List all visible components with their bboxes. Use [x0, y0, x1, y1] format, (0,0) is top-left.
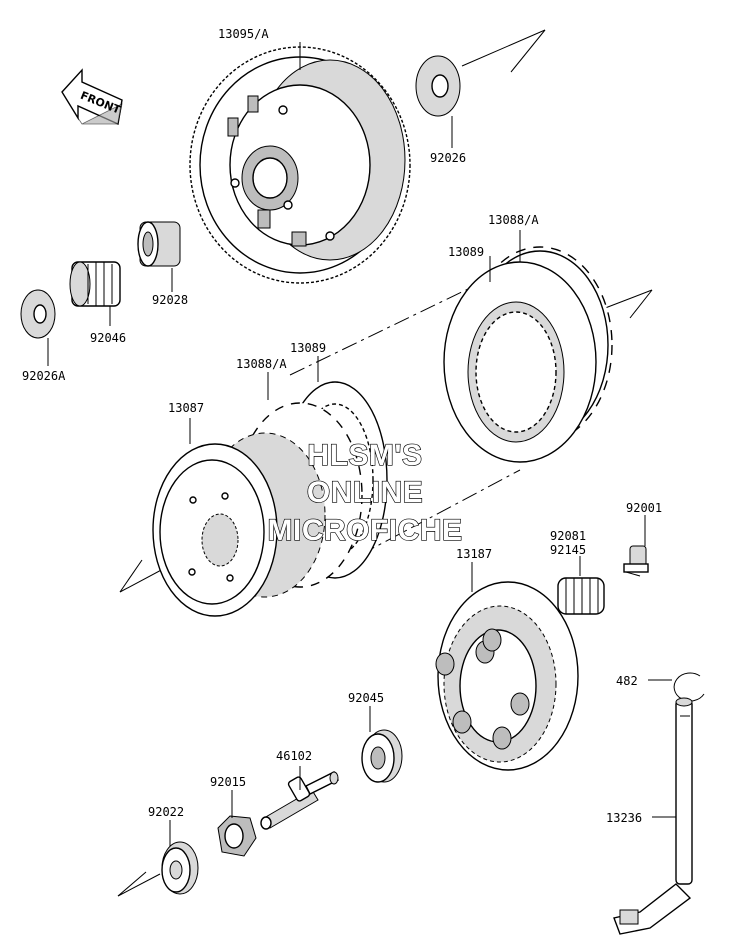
label-13088a-mid: 13088/A — [236, 357, 287, 371]
pressure-plate-13187 — [435, 581, 579, 771]
circlip-482 — [673, 672, 705, 702]
label-46102: 46102 — [276, 749, 312, 763]
label-92028: 92028 — [152, 293, 188, 307]
label-13187: 13187 — [456, 547, 492, 561]
nut-92015 — [217, 815, 257, 857]
label-92045: 92045 — [348, 691, 384, 705]
label-92026: 92026 — [430, 151, 466, 165]
release-shaft-13236 — [613, 697, 693, 935]
watermark-line-2: ONLINE — [307, 476, 423, 509]
spring-92081 — [557, 577, 605, 615]
ball-bearing-92045 — [361, 729, 403, 783]
needle-bearing-92046 — [69, 261, 121, 307]
washer-92026a — [20, 289, 56, 339]
label-92022: 92022 — [148, 805, 184, 819]
label-92001: 92001 — [626, 501, 662, 515]
clutch-hub-13087 — [152, 432, 326, 617]
label-13236: 13236 — [606, 811, 642, 825]
front-arrow-icon: FRONT — [61, 68, 123, 126]
label-92081: 92081 — [550, 529, 586, 543]
label-92046: 92046 — [90, 331, 126, 345]
label-92026a: 92026A — [22, 369, 66, 383]
clutch-housing-gear — [189, 46, 411, 284]
label-92145: 92145 — [550, 543, 586, 557]
push-rod-46102 — [260, 771, 339, 830]
label-13087: 13087 — [168, 401, 204, 415]
watermark-line-1: HLSM'S — [307, 439, 422, 472]
bolt-92001 — [623, 545, 649, 577]
label-13089-top: 13089 — [448, 245, 484, 259]
label-13095a: 13095/A — [218, 27, 269, 41]
label-92015: 92015 — [210, 775, 246, 789]
watermark-line-3: MICROFICHE — [268, 514, 463, 547]
steel-plate-13089-top — [443, 261, 597, 463]
washer-92026 — [415, 55, 461, 117]
label-482: 482 — [616, 674, 638, 688]
label-13088a-top: 13088/A — [488, 213, 539, 227]
label-13089-mid: 13089 — [290, 341, 326, 355]
washer-92022 — [161, 841, 199, 895]
sleeve-92028 — [137, 221, 181, 267]
